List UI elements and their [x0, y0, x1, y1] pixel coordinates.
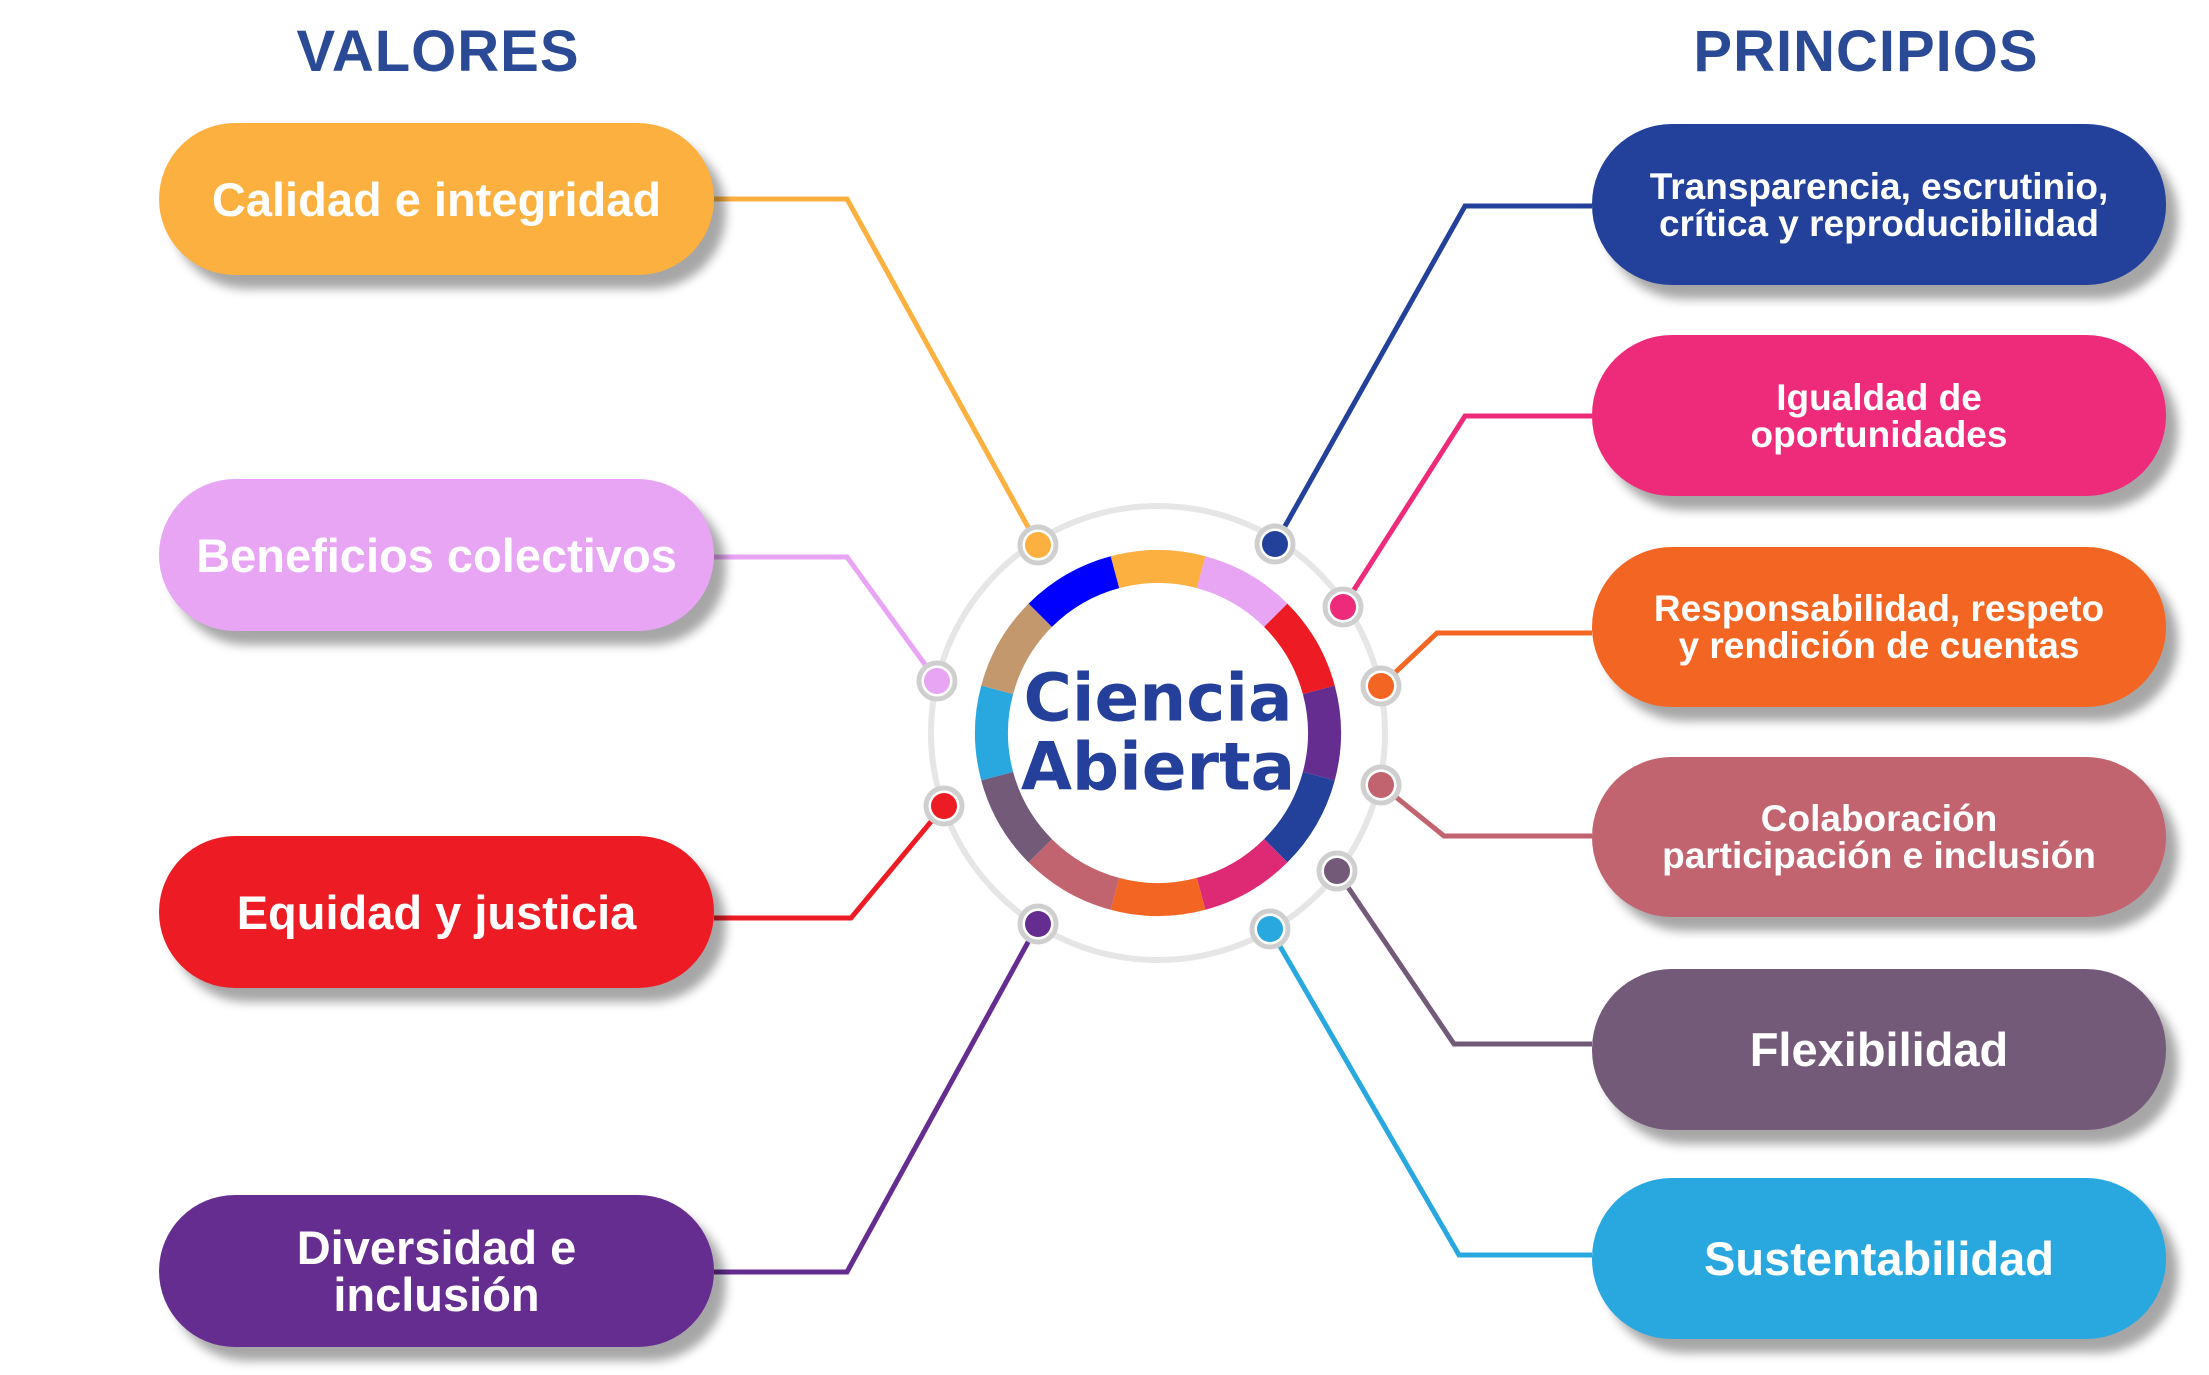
outer-orbit-ring: [928, 503, 1388, 963]
valores-heading: VALORES: [296, 19, 580, 84]
ring-segment: [1110, 550, 1206, 589]
principio-transparencia: Transparencia, escrutinio, crítica y rep…: [1592, 124, 2166, 285]
ring-segment: [1028, 556, 1120, 627]
valor-beneficios-colectivos: Beneficios colectivos: [159, 479, 714, 631]
principio-2-connector-line: [1379, 630, 1592, 688]
principio-responsabilidad: Responsabilidad, respeto y rendición de …: [1592, 547, 2166, 707]
valor-1-node-dot: [924, 668, 950, 694]
ring-segment: [1196, 839, 1288, 910]
principio-flexibilidad: Flexibilidad: [1592, 969, 2166, 1130]
valor-calidad-integridad: Calidad e integridad: [159, 123, 714, 275]
ring-segment: [981, 603, 1052, 695]
ring-segment: [1264, 771, 1335, 863]
principio-1-connector-line: [1340, 413, 1592, 609]
principio-0-connector-line: [1272, 203, 1592, 546]
principio-2-node-dot: [1368, 673, 1394, 699]
principio-3-connector-line: [1379, 783, 1592, 839]
valor-diversidad-inclusion: Diversidad e inclusión: [159, 1195, 714, 1347]
center-title: Ciencia Abierta: [1020, 659, 1296, 806]
ring-segment: [981, 771, 1052, 863]
valor-equidad-justicia: Equidad y justicia: [159, 836, 714, 988]
connector-lines: [714, 196, 1592, 1275]
principios-heading: PRINCIPIOS: [1693, 19, 2039, 84]
principio-5-node-dot: [1257, 916, 1283, 942]
principio-0-node-dot: [1262, 531, 1288, 557]
principio-sustentabilidad: Sustentabilidad: [1592, 1178, 2166, 1339]
valor-1-connector-line: [714, 554, 940, 683]
valor-0-node-dot: [1025, 532, 1051, 558]
ring-segment: [1196, 556, 1288, 627]
principio-colaboracion: Colaboración participación e inclusión: [1592, 757, 2166, 917]
ring-segment: [1028, 839, 1120, 910]
principio-4-node-dot: [1324, 858, 1350, 884]
principio-5-connector-line: [1267, 927, 1592, 1258]
valor-3-connector-line: [714, 922, 1041, 1275]
valor-2-node-dot: [931, 793, 957, 819]
connector-nodes: [916, 523, 1402, 950]
center-color-ring: [975, 550, 1341, 916]
ring-segment: [1302, 685, 1341, 781]
ring-segment: [975, 685, 1014, 781]
ring-segment: [1264, 603, 1335, 695]
principio-1-node-dot: [1330, 594, 1356, 620]
principio-4-connector-line: [1334, 869, 1592, 1047]
ring-segment: [1110, 877, 1206, 916]
valor-2-connector-line: [714, 804, 946, 921]
valor-3-node-dot: [1025, 911, 1051, 937]
principio-3-node-dot: [1368, 772, 1394, 798]
principio-igualdad-oportunidades: Igualdad de oportunidades: [1592, 335, 2166, 496]
valor-0-connector-line: [714, 196, 1041, 547]
